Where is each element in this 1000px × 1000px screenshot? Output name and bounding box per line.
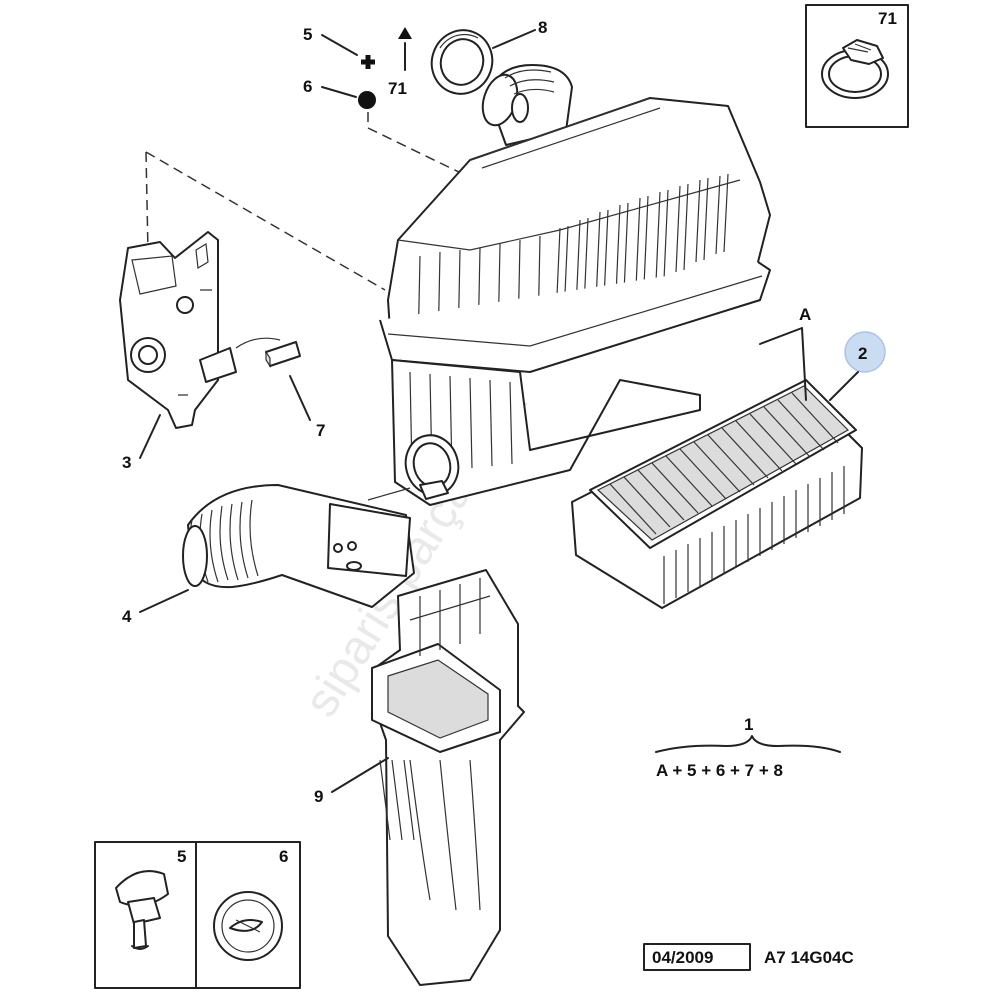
- callout-7: 7: [316, 421, 325, 440]
- callout-1: 1: [744, 715, 753, 734]
- inset-71-hose-clamp: 71: [805, 4, 909, 128]
- part-2-filter-element: A 2: [571, 305, 886, 609]
- callout-4: 4: [122, 607, 132, 626]
- callout-9: 9: [314, 787, 323, 806]
- callout-3: 3: [122, 453, 131, 472]
- callout-5-inset: 5: [177, 847, 186, 866]
- part-7-clip: 7: [235, 337, 325, 440]
- callout-2-highlight: [844, 331, 886, 373]
- part-9-lower-duct: 9: [314, 569, 525, 986]
- callout-71-marker: 71: [388, 79, 407, 98]
- kit-composition: 1 A + 5 + 6 + 7 + 8: [655, 715, 841, 780]
- part-3-mounting-bracket: 3: [119, 231, 237, 472]
- filter-pleats: [609, 392, 845, 604]
- part-4-intake-duct: 4: [122, 484, 415, 626]
- air-filter-housing: [367, 64, 771, 506]
- footer: 04/2009 A7 14G04C: [643, 943, 854, 971]
- lid-ribs: [417, 173, 729, 353]
- callout-8: 8: [538, 18, 547, 37]
- callout-2: 2: [858, 344, 867, 363]
- callout-71-inset: 71: [878, 9, 897, 28]
- marker-group-top: 5 6 71: [303, 25, 466, 176]
- callout-5: 5: [303, 25, 312, 44]
- footer-code: A7 14G04C: [764, 948, 854, 967]
- callout-6-inset: 6: [279, 847, 288, 866]
- footer-date: 04/2009: [652, 948, 713, 967]
- triangle-marker-icon: [398, 27, 412, 39]
- inset-5-6: 5 6: [94, 841, 301, 989]
- callout-A: A: [799, 305, 811, 324]
- plus-marker-icon: [361, 55, 375, 69]
- kit-formula: A + 5 + 6 + 7 + 8: [656, 761, 783, 780]
- grommet-icon: [213, 891, 283, 961]
- push-pin-icon: [115, 870, 169, 950]
- dot-marker-icon: [358, 91, 376, 109]
- callout-6: 6: [303, 77, 312, 96]
- assembly-dashline: [145, 151, 386, 291]
- part-8-seal-ring: 8: [430, 18, 547, 95]
